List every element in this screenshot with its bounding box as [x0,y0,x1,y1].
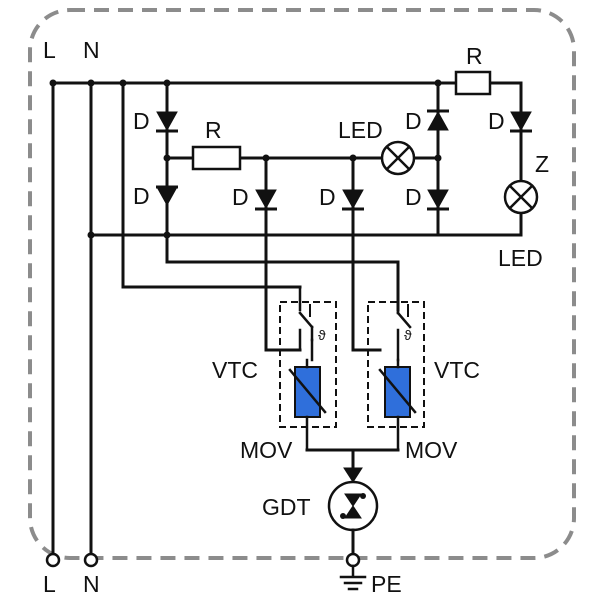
label-d-right-upper: D [405,108,422,134]
label-pe: PE [371,571,402,597]
label-z: Z [535,151,549,177]
resistor-middle [191,145,242,171]
mov-left [288,358,327,452]
junction-n-bus [87,231,95,239]
terminal-n [83,552,99,568]
wire-bridge-to-vtc-right [165,260,400,312]
label-mov-right: MOV [405,437,458,463]
label-vtc-right: VTC [434,357,480,383]
mov-right [378,358,417,452]
wire-x353-down [351,156,382,352]
vtc-switch-left: ϑ [298,285,326,362]
label-vtc-left: VTC [212,357,258,383]
label-l-top: L [43,37,56,63]
vtc-switch-right: ϑ [378,304,412,362]
junction-x167-top [163,79,171,87]
label-d-center-right: D [319,184,336,210]
wire-x266-down [264,156,302,352]
junction-x438-top [434,79,442,87]
diode-left-lower [156,185,178,207]
terminal-pe [345,552,361,568]
diode-right-lower [427,189,449,211]
junction-x167-nbus [163,231,171,239]
label-d-left-upper: D [133,108,150,134]
diode-center-left [255,189,277,211]
label-d-right-lower: D [405,184,422,210]
diode-left-upper [156,111,178,133]
diode-right-upper [427,109,449,131]
wire-l-to-vtc-left [121,81,302,289]
label-gdt: GDT [262,494,311,520]
label-d-center-left: D [232,184,249,210]
earth-ground-icon [339,564,367,591]
label-n-top: N [83,37,100,63]
label-n-bottom: N [83,571,100,597]
label-led-right: LED [498,245,543,271]
gdt [327,480,379,532]
junction-x123 [119,79,127,87]
terminal-l [45,552,61,568]
resistor-top-right [454,70,492,96]
label-d-left-lower: D [133,183,150,209]
label-d-far-right: D [488,108,505,134]
diode-far-right [510,111,532,133]
svg-text:ϑ: ϑ [404,327,412,343]
lamp-z-right [503,179,539,215]
gdt-arrow-top [343,467,363,483]
label-mov-left: MOV [240,437,293,463]
label-l-bottom: L [43,571,56,597]
label-led-lamp: LED [338,117,383,143]
junction-n-top [87,79,95,87]
enclosure-border [28,8,576,560]
module-box-right [367,301,425,428]
label-r-middle: R [205,117,222,143]
junction-l-top [49,79,57,87]
label-r-top-right: R [466,43,483,69]
svg-text:ϑ: ϑ [318,327,326,343]
lamp-led-middle [380,140,416,176]
diode-center-right [342,189,364,211]
